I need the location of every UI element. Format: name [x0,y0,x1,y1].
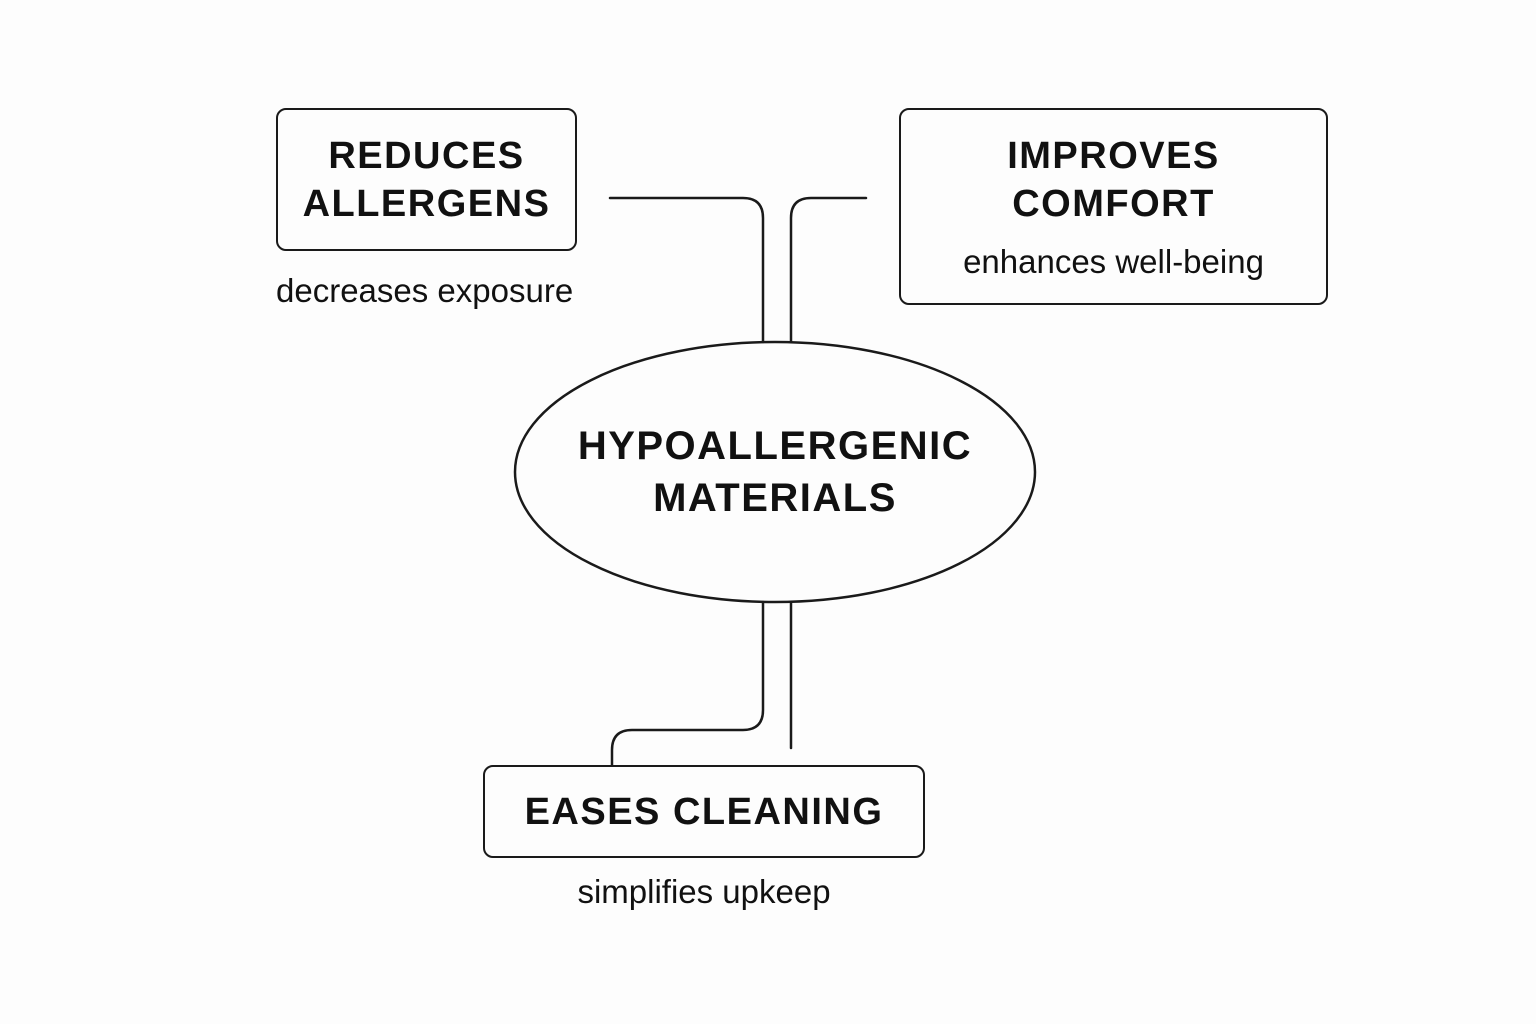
center-title-line1: HYPOALLERGENIC [577,424,973,468]
connector-to-reduces-allergens [608,196,765,344]
connector-to-improves-comfort [789,196,868,344]
node-reduces-allergens-title: REDUCES ALLERGENS [303,132,551,228]
node-reduces-allergens-line2: ALLERGENS [302,182,551,225]
caption-eases-cleaning: simplifies upkeep [577,873,831,910]
node-improves-comfort-title: IMPROVES COMFORT [1007,132,1220,228]
node-improves-comfort-line2: COMFORT [1012,182,1215,225]
center-ellipse [513,340,1037,604]
center-node-label: HYPOALLERGENIC MATERIALS [515,420,1035,524]
node-improves-comfort-subtitle: enhances well-being [963,242,1264,280]
node-improves-comfort: IMPROVES COMFORT enhances well-being [899,108,1328,305]
node-reduces-allergens-line1: REDUCES [328,134,525,177]
caption-reduces-allergens: decreases exposure [276,272,574,309]
node-eases-cleaning-title: EASES CLEANING [524,790,884,833]
node-eases-cleaning: EASES CLEANING [483,765,925,858]
center-title-line2: MATERIALS [653,476,897,520]
node-reduces-allergens: REDUCES ALLERGENS [276,108,577,251]
connector-to-eases-cleaning [610,600,765,767]
node-improves-comfort-line1: IMPROVES [1007,134,1220,177]
